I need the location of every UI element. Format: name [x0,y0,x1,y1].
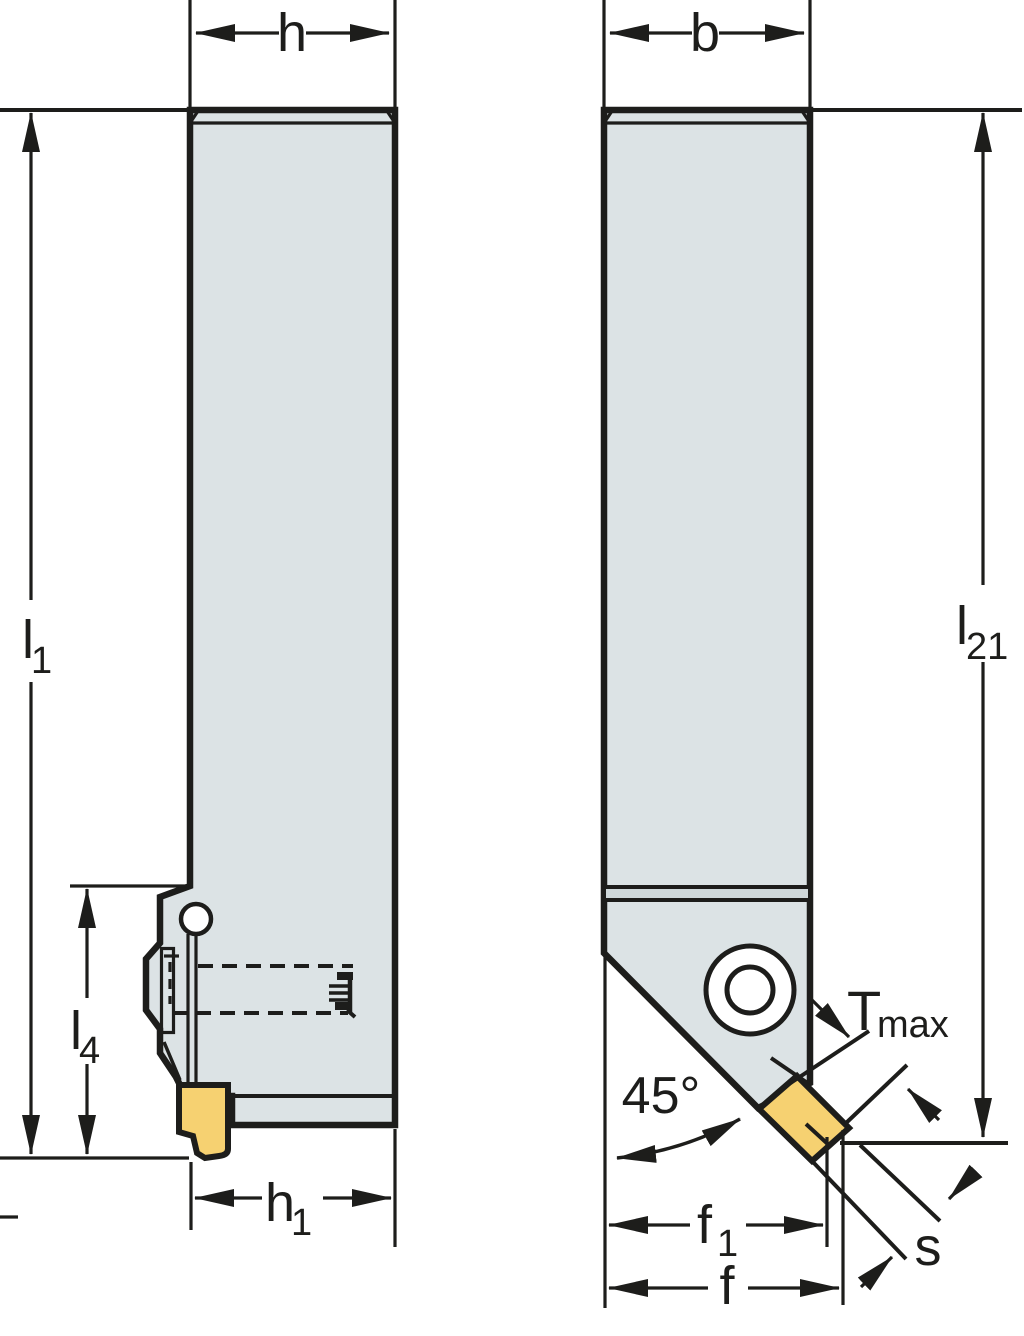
clamp-seam-band [606,887,808,900]
dim-h1 [189,1129,397,1247]
angle-arc [616,1117,741,1163]
dim-h [188,0,397,107]
right-top-chamfer-corner-right [800,110,812,124]
label-l1-sub: 1 [31,640,52,682]
right-top-chamfer-corner-left [602,110,614,124]
label-h1-base: h [265,1173,295,1233]
label-l4-base: l [70,1001,82,1061]
left-view-side-profile [142,106,399,1162]
label-tmax-base: T [847,979,881,1042]
s-arrow-upper [947,1164,983,1201]
dim-l1 [0,112,189,1219]
dim-b [602,0,812,107]
s-ext-line-upper [858,1143,942,1223]
tmax-ref-line [781,1029,871,1090]
clamp-wedge-block [159,946,176,1035]
dimension-labels: h b l 1 l 21 l 4 h 1 45° T max f 1 f s [22,3,1008,1316]
label-s: s [915,1217,942,1277]
dim-l21 [840,112,1008,1145]
label-l21-base: l [956,596,968,656]
label-45deg: 45° [622,1067,701,1125]
label-tmax-sub: max [877,1004,949,1046]
label-f1-sub: 1 [717,1223,738,1265]
tmax-arrow [810,998,851,1039]
screw-head-chamfer [345,1008,357,1019]
dim-tmax [781,998,942,1126]
dim-f1-f [603,956,845,1308]
label-h1-sub: 1 [291,1202,312,1244]
left-top-chamfer-corner-left [188,110,200,124]
tmax-tip-line [843,1063,909,1126]
left-pocket-inner-edge [162,1041,182,1081]
tmax-tip-arrow [906,1087,942,1123]
left-shank-body [142,106,399,1129]
label-f: f [719,1256,735,1316]
label-f1-base: f [697,1195,713,1255]
clamp-screw-head-inner [724,964,776,1016]
dim-l4 [70,884,187,1155]
clamp-pin-head [178,901,214,937]
label-l1-base: l [22,610,34,670]
s-arrow-lower [857,1255,894,1291]
right-view-front [600,106,854,1166]
left-insert [176,1082,231,1162]
dimension-annotations [0,0,1022,1308]
label-l21-sub: 21 [966,626,1008,668]
dim-s [810,1143,983,1291]
clamp-screw-glyph [329,972,357,1019]
label-l4-sub: 4 [79,1030,100,1072]
label-b: b [690,3,720,63]
label-h: h [277,3,307,63]
left-top-chamfer-corner-right [385,110,397,124]
